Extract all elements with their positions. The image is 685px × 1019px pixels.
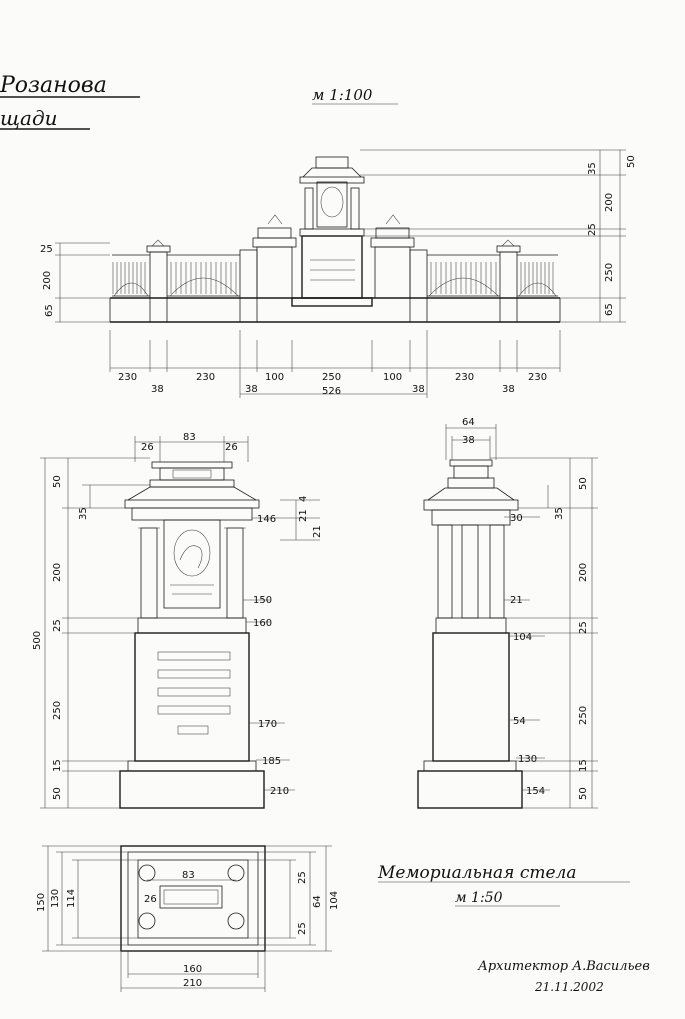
svg-text:25: 25 — [297, 922, 308, 935]
svg-text:64: 64 — [312, 895, 323, 908]
svg-text:160: 160 — [253, 618, 272, 629]
svg-text:25: 25 — [587, 223, 598, 236]
svg-text:250: 250 — [52, 701, 63, 720]
svg-text:38: 38 — [462, 435, 475, 446]
stele-front-view: 26 83 26 50 35 200 25 500 250 15 50 146 … — [32, 432, 323, 809]
stele-side-view: 64 38 30 21 104 54 130 154 50 35 200 25 … — [417, 417, 598, 809]
svg-text:50: 50 — [626, 155, 637, 168]
svg-text:114: 114 — [66, 889, 77, 908]
caption-scale: м 1:50 — [455, 890, 503, 906]
elevation-dims-left: 25 200 65 — [40, 242, 110, 323]
title-top: Розанова — [0, 73, 107, 98]
svg-text:38: 38 — [412, 384, 425, 395]
svg-text:38: 38 — [502, 384, 515, 395]
title-block: Розанова щади м 1:100 — [0, 73, 398, 130]
svg-text:104: 104 — [329, 891, 340, 910]
svg-text:230: 230 — [455, 372, 474, 383]
svg-text:25: 25 — [297, 871, 308, 884]
svg-text:83: 83 — [183, 432, 196, 443]
svg-text:210: 210 — [183, 978, 202, 989]
svg-text:26: 26 — [141, 442, 154, 453]
svg-text:200: 200 — [578, 563, 589, 582]
signature-author: Архитектор А.Васильев — [477, 959, 650, 974]
svg-text:50: 50 — [52, 787, 63, 800]
side-pedestals — [252, 214, 415, 299]
svg-text:200: 200 — [604, 193, 615, 212]
svg-text:15: 15 — [52, 759, 63, 772]
railing-right — [427, 254, 558, 297]
central-stele — [291, 156, 373, 307]
fence-posts — [146, 239, 521, 299]
svg-text:210: 210 — [270, 786, 289, 797]
elevation-dims-bottom: 230 38 230 38 100 250 100 38 230 38 230 … — [109, 330, 561, 398]
svg-text:250: 250 — [604, 263, 615, 282]
svg-text:500: 500 — [32, 631, 43, 650]
svg-text:50: 50 — [52, 475, 63, 488]
svg-text:65: 65 — [604, 303, 615, 316]
svg-text:185: 185 — [262, 756, 281, 767]
svg-text:64: 64 — [462, 417, 475, 428]
svg-text:21: 21 — [510, 595, 523, 606]
svg-text:150: 150 — [36, 893, 47, 912]
svg-text:25: 25 — [578, 621, 589, 634]
signature-date: 21.11.2002 — [534, 980, 604, 994]
svg-text:250: 250 — [578, 706, 589, 725]
svg-text:230: 230 — [528, 372, 547, 383]
railing-left — [112, 254, 240, 297]
svg-text:50: 50 — [578, 477, 589, 490]
svg-text:25: 25 — [52, 619, 63, 632]
svg-text:526: 526 — [322, 386, 341, 397]
elevation-dims-right: 50 35 200 25 250 65 — [360, 149, 637, 323]
stele-plan-view: 150 130 114 83 26 25 25 64 104 160 210 — [36, 845, 340, 992]
svg-text:130: 130 — [50, 889, 61, 908]
svg-text:26: 26 — [225, 442, 238, 453]
svg-text:160: 160 — [183, 964, 202, 975]
caption-block: Мемориальная стела м 1:50 — [377, 863, 630, 907]
signature-block: Архитектор А.Васильев 21.11.2002 — [477, 959, 650, 994]
svg-text:54: 54 — [513, 716, 526, 727]
svg-text:30: 30 — [510, 513, 523, 524]
svg-text:130: 130 — [518, 754, 537, 765]
svg-text:26: 26 — [144, 894, 157, 905]
svg-text:230: 230 — [196, 372, 215, 383]
svg-text:170: 170 — [258, 719, 277, 730]
svg-text:35: 35 — [554, 507, 565, 520]
svg-text:15: 15 — [578, 759, 589, 772]
svg-text:35: 35 — [587, 162, 598, 175]
svg-text:83: 83 — [182, 870, 195, 881]
svg-text:104: 104 — [513, 632, 532, 643]
svg-text:200: 200 — [42, 271, 53, 290]
svg-text:35: 35 — [78, 507, 89, 520]
svg-text:21: 21 — [312, 525, 323, 538]
svg-text:200: 200 — [52, 563, 63, 582]
scale-top: м 1:100 — [312, 86, 373, 104]
svg-text:4: 4 — [298, 496, 309, 502]
svg-text:146: 146 — [257, 514, 276, 525]
svg-text:100: 100 — [383, 372, 402, 383]
svg-text:230: 230 — [118, 372, 137, 383]
svg-text:65: 65 — [44, 304, 55, 317]
title-bottom: щади — [0, 106, 58, 130]
svg-text:150: 150 — [253, 595, 272, 606]
svg-text:25: 25 — [40, 244, 53, 255]
svg-text:100: 100 — [265, 372, 284, 383]
svg-text:21: 21 — [298, 509, 309, 522]
svg-text:38: 38 — [245, 384, 258, 395]
fence-elevation: 25 200 65 50 35 200 25 250 65 230 — [40, 149, 637, 398]
svg-text:154: 154 — [526, 786, 545, 797]
caption-title: Мемориальная стела — [377, 863, 577, 883]
svg-text:250: 250 — [322, 372, 341, 383]
svg-text:38: 38 — [151, 384, 164, 395]
svg-text:50: 50 — [578, 787, 589, 800]
